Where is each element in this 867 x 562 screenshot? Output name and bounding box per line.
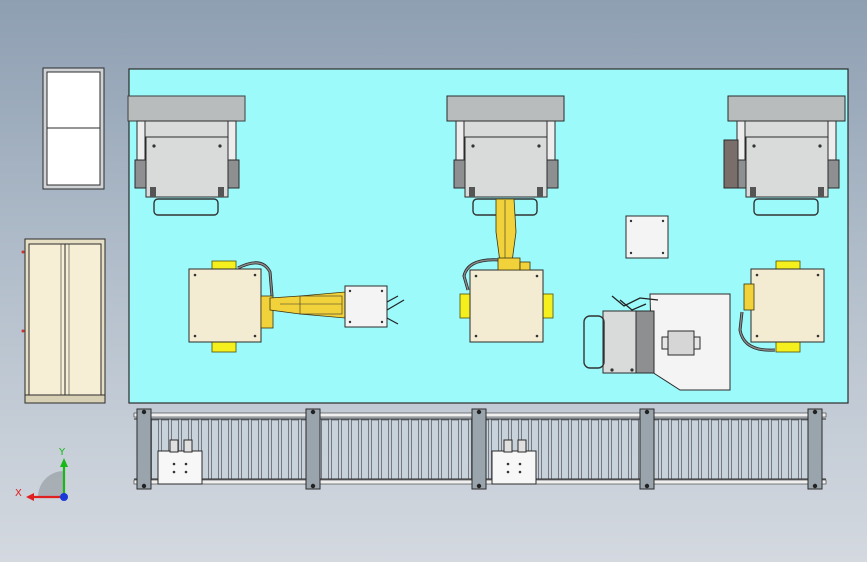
coordinate-triad: Y X <box>15 447 68 501</box>
positioner <box>583 293 731 391</box>
control-cabinet-1 <box>127 95 246 216</box>
control-cabinet-3 <box>723 95 846 216</box>
window-panel <box>42 67 105 190</box>
fixture-plate-1 <box>344 285 405 328</box>
lift-station-2 <box>491 439 537 485</box>
storage-cabinet <box>21 238 106 404</box>
triad-x-label: X <box>15 488 22 499</box>
robot-station-1 <box>188 260 346 353</box>
robot-station-2 <box>459 198 554 343</box>
lift-station-1 <box>157 439 203 485</box>
roller-conveyor <box>133 408 827 490</box>
fixture-plate-2 <box>625 215 669 259</box>
robot-station-3 <box>738 260 825 353</box>
triad-y-label: Y <box>58 447 66 458</box>
control-cabinet-2 <box>446 95 565 216</box>
